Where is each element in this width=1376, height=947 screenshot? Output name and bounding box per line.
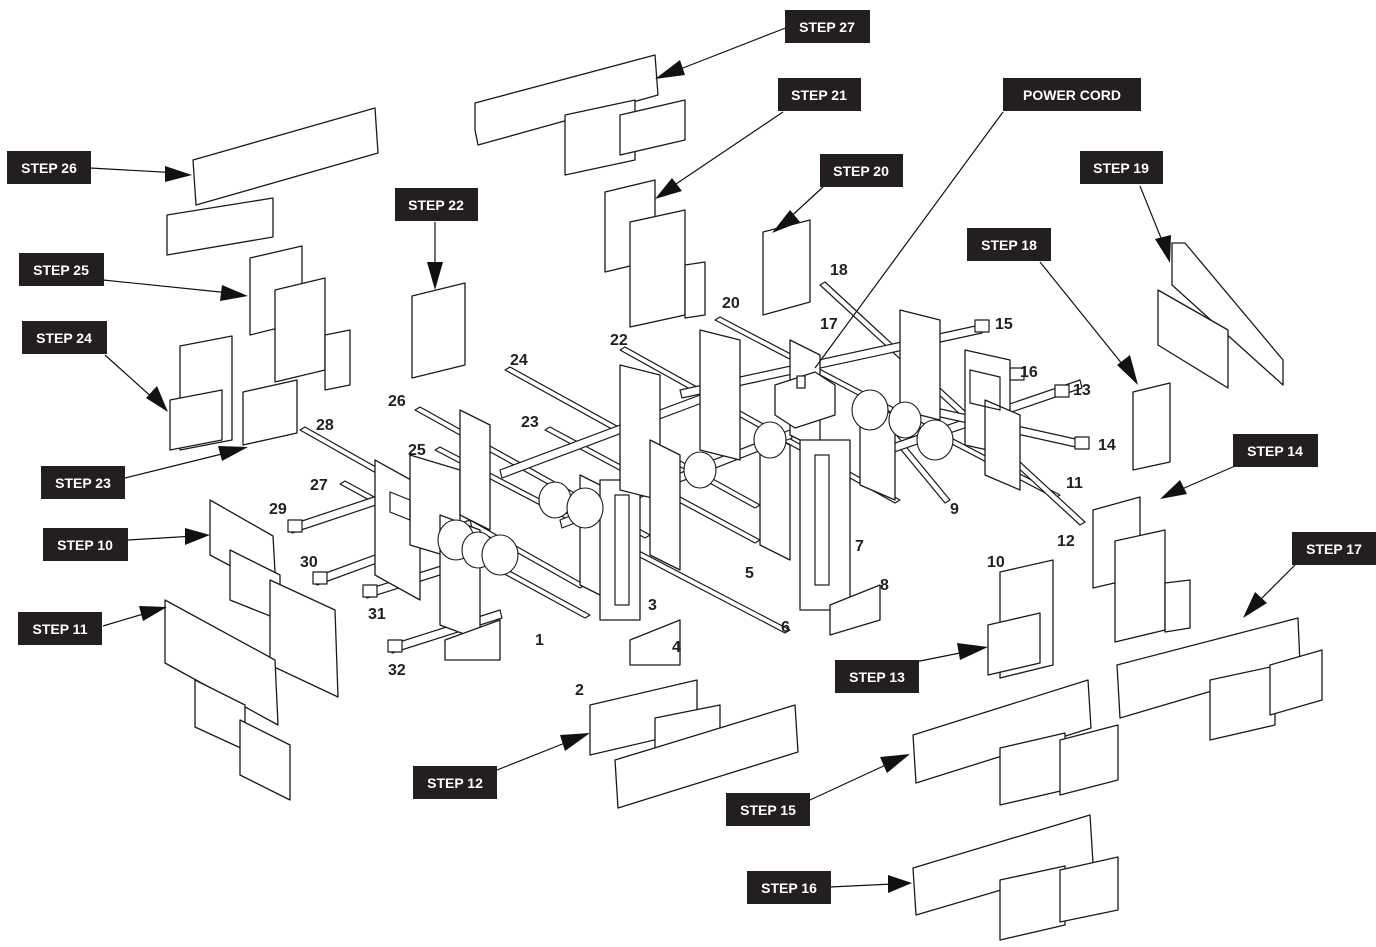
part-number-29: 29 [269, 501, 287, 518]
label-step27: STEP 27 [785, 10, 870, 43]
label-step22: STEP 22 [395, 188, 478, 221]
step-panels [164, 54, 1323, 941]
label-step12: STEP 12 [413, 766, 497, 799]
part-number-15: 15 [995, 316, 1013, 333]
label-step14: STEP 14 [1233, 434, 1318, 467]
svg-text:STEP 23: STEP 23 [55, 475, 111, 491]
svg-text:STEP 25: STEP 25 [33, 262, 89, 278]
step-labels: STEP 27 STEP 21 STEP 26 STEP 22 STEP 20 … [7, 10, 1376, 904]
svg-text:STEP 11: STEP 11 [32, 621, 87, 637]
svg-text:POWER CORD: POWER CORD [1023, 87, 1121, 103]
part-number-2: 2 [575, 682, 584, 699]
svg-text:STEP 14: STEP 14 [1247, 443, 1303, 459]
svg-text:STEP 17: STEP 17 [1306, 541, 1362, 557]
part-number-32: 32 [388, 662, 406, 679]
part-number-25: 25 [408, 442, 426, 459]
svg-text:STEP 12: STEP 12 [427, 775, 483, 791]
svg-text:STEP 13: STEP 13 [849, 669, 905, 685]
svg-text:STEP 10: STEP 10 [57, 537, 113, 553]
label-step11: STEP 11 [18, 612, 102, 645]
svg-text:STEP 26: STEP 26 [21, 160, 77, 176]
part-number-1: 1 [535, 632, 544, 649]
part-numbers: 1 2 3 4 5 6 7 8 9 10 11 12 13 14 15 16 1… [269, 262, 1116, 699]
part-number-14: 14 [1098, 437, 1116, 454]
label-step16: STEP 16 [747, 871, 831, 904]
svg-text:STEP 16: STEP 16 [761, 880, 817, 896]
part-number-10: 10 [987, 554, 1005, 571]
label-step18: STEP 18 [967, 228, 1051, 261]
label-step21: STEP 21 [778, 78, 861, 111]
label-step20: STEP 20 [820, 154, 903, 187]
frame-uprights [374, 309, 1021, 666]
part-number-16: 16 [1020, 364, 1038, 381]
panel-step26-long [192, 107, 379, 206]
central-assembly [287, 281, 1090, 666]
part-number-9: 9 [950, 501, 959, 518]
label-step23: STEP 23 [41, 466, 125, 499]
part-number-31: 31 [368, 606, 386, 623]
label-step26: STEP 26 [7, 151, 91, 184]
part-number-4: 4 [672, 639, 681, 656]
label-power-cord: POWER CORD [1003, 78, 1141, 111]
svg-text:STEP 18: STEP 18 [981, 237, 1037, 253]
svg-text:STEP 27: STEP 27 [799, 19, 855, 35]
svg-text:STEP 19: STEP 19 [1093, 160, 1149, 176]
part-number-11: 11 [1066, 475, 1083, 492]
power-cord-block [774, 371, 836, 429]
svg-text:STEP 21: STEP 21 [791, 87, 847, 103]
part-number-20: 20 [722, 295, 740, 312]
rail-end-caps [287, 319, 1090, 653]
label-step25: STEP 25 [19, 253, 104, 286]
label-step24: STEP 24 [22, 321, 107, 354]
label-step17: STEP 17 [1292, 532, 1376, 565]
part-number-17: 17 [820, 316, 838, 333]
part-number-5: 5 [745, 565, 754, 582]
rollers [437, 389, 954, 576]
part-number-30: 30 [300, 554, 318, 571]
part-number-24: 24 [510, 352, 528, 369]
svg-text:STEP 15: STEP 15 [740, 802, 796, 818]
part-number-6: 6 [781, 619, 790, 636]
part-number-8: 8 [880, 577, 889, 594]
part-number-28: 28 [316, 417, 334, 434]
part-number-13: 13 [1073, 382, 1091, 399]
part-number-22: 22 [610, 332, 628, 349]
label-step19: STEP 19 [1080, 151, 1163, 184]
part-number-18: 18 [830, 262, 848, 279]
svg-text:STEP 24: STEP 24 [36, 330, 92, 346]
part-number-27: 27 [310, 477, 328, 494]
svg-text:STEP 20: STEP 20 [833, 163, 889, 179]
leader-lines [89, 26, 1296, 893]
part-number-7: 7 [855, 538, 864, 555]
label-step13: STEP 13 [835, 660, 919, 693]
panel-step27-slide [564, 99, 636, 176]
part-number-23: 23 [521, 414, 539, 431]
label-step15: STEP 15 [726, 793, 810, 826]
part-number-3: 3 [648, 597, 657, 614]
svg-text:STEP 22: STEP 22 [408, 197, 464, 213]
label-step10: STEP 10 [43, 528, 128, 561]
part-number-26: 26 [388, 393, 406, 410]
part-number-12: 12 [1057, 533, 1075, 550]
